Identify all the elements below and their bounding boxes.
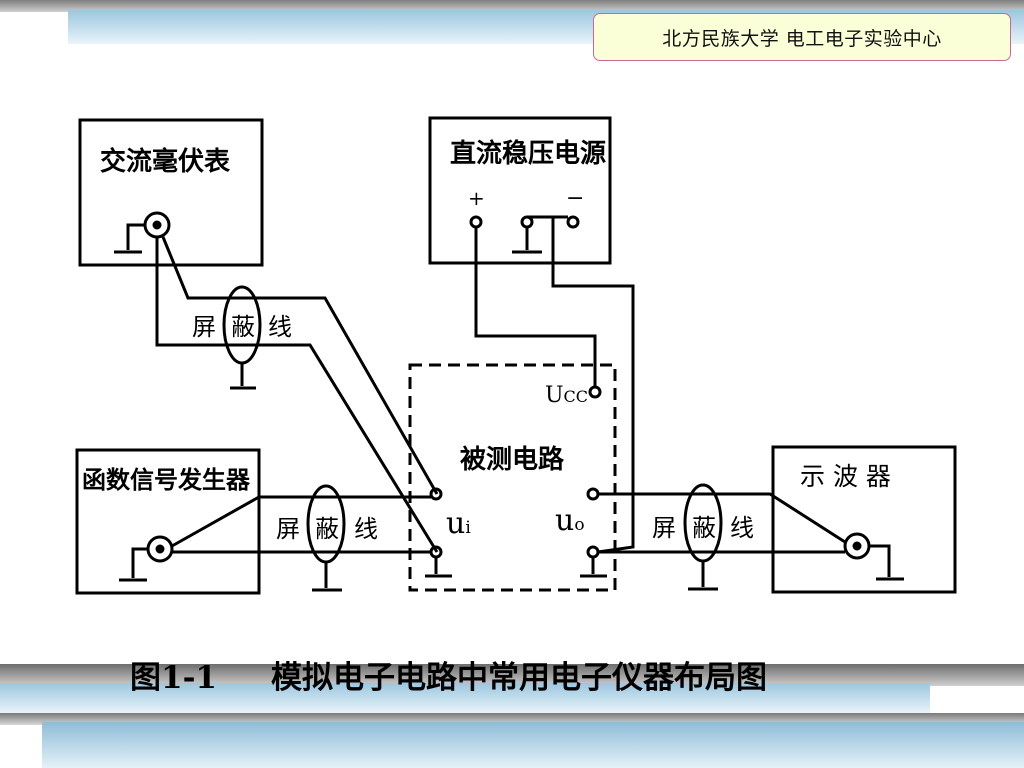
footer-gray-band [0,664,1024,686]
org-badge: 北方民族大学 电工电子实验中心 [593,13,1011,61]
uo-terminal [586,487,600,501]
vcc-wire [474,227,597,387]
shield-right-char-3: 线 [730,514,754,542]
ucc-label: UCC [545,383,588,408]
shield-left-char-1: 屏 [276,515,300,543]
shield-right-ground [688,561,718,591]
shield-left-char-3: 线 [354,515,378,543]
minus-label: − [566,186,584,211]
ucc-terminal [588,385,602,399]
footer-blue-band [0,683,930,715]
dc-power-terminals [469,215,580,254]
plus-label: + [468,186,485,210]
ui-ground [425,557,452,578]
ui-terminal [429,487,443,501]
uo-label: uo [555,503,585,538]
uo-ground-terminal [586,545,600,559]
signal-generator-connector [119,535,174,582]
dc-power-box [428,116,612,265]
footer-blue-band-2 [42,722,1024,768]
shield-top-char-1: 屏 [192,313,216,341]
dc-power-label: 直流稳压电源 [450,138,606,169]
shield-right-char-1: 屏 [652,514,676,542]
oscilloscope-label: 示 波 器 [800,462,891,491]
circuit-under-test-label: 被测电路 [460,444,565,475]
millivoltmeter-connector [114,211,171,254]
shield-left-char-2: 蔽 [315,515,339,543]
sg-signal-wire [171,495,431,548]
oscilloscope-box [771,445,957,594]
shield-top-char-2: 蔽 [231,313,255,341]
shield-top-ground [230,363,256,390]
osc-signal-wire [598,492,846,544]
figure-caption: 图1-1 模拟电子电路中常用电子仪器布局图 [130,660,767,696]
header-gray-band [0,0,1024,12]
shield-right-char-2: 蔽 [692,514,716,542]
power-ground-wire [551,217,635,554]
ui-label: ui [446,506,471,541]
oscilloscope-connector [843,532,904,581]
circuit-under-test-box [408,363,617,592]
millivoltmeter-box [78,118,264,267]
signal-generator-box [75,448,261,595]
shield-left-ground [312,562,342,592]
millivoltmeter-label: 交流毫伏表 [100,146,231,177]
mv-ground-wire [155,237,439,553]
uo-ground [580,557,607,578]
mv-signal-wire [161,236,439,495]
signal-generator-label: 函数信号发生器 [82,465,251,494]
shield-top-char-3: 线 [268,313,292,341]
